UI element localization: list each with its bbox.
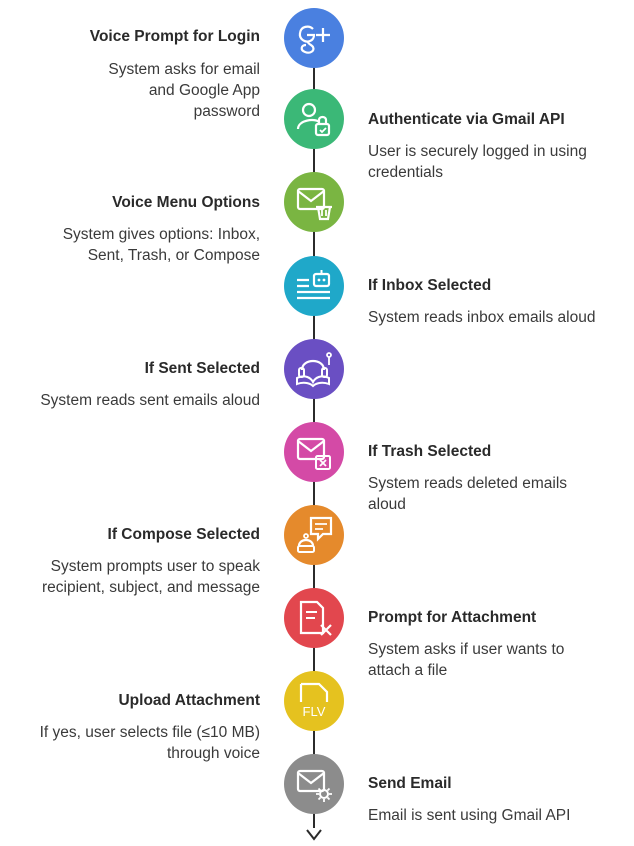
step-6-node <box>284 422 344 482</box>
step-7-desc: System prompts user to speak recipient, … <box>42 558 260 596</box>
step-10-desc: Email is sent using Gmail API <box>368 807 571 824</box>
mail-delete-icon <box>296 437 331 470</box>
step-5-node <box>284 339 344 399</box>
step-2-node <box>284 89 344 149</box>
step-6-desc: System reads deleted emails aloud <box>368 475 568 513</box>
step-3-desc: System gives options: Inbox, Sent, Trash… <box>62 226 260 264</box>
step-7-node <box>284 505 344 565</box>
step-1-desc: System asks for email and Google App pas… <box>108 61 260 120</box>
down-arrow-icon <box>306 829 322 841</box>
mail-trash-icon <box>296 187 332 221</box>
svg-text:FLV: FLV <box>303 704 326 719</box>
step-9-desc: If yes, user selects file (≤10 MB) throu… <box>39 724 260 762</box>
step-8-node <box>284 588 344 648</box>
step-10-title: Send Email <box>368 775 452 792</box>
step-5-title: If Sent Selected <box>144 360 260 377</box>
flv-file-icon: FLV <box>299 682 329 719</box>
step-8-desc: System asks if user wants to attach a fi… <box>368 641 565 679</box>
headset-reader-icon <box>296 352 332 388</box>
step-9-title: Upload Attachment <box>118 692 260 709</box>
user-lock-icon <box>296 102 331 137</box>
step-3-title: Voice Menu Options <box>112 194 260 211</box>
step-4-desc: System reads inbox emails aloud <box>368 309 596 326</box>
step-5-desc: System reads sent emails aloud <box>40 392 260 409</box>
step-8-title: Prompt for Attachment <box>368 609 537 626</box>
step-10-node <box>284 754 344 814</box>
step-4-node <box>284 256 344 316</box>
google-plus-icon <box>298 25 330 54</box>
step-9-node: FLV <box>284 671 344 731</box>
step-1-title: Voice Prompt for Login <box>89 28 260 45</box>
step-2-title: Authenticate via Gmail API <box>368 111 565 128</box>
step-6-title: If Trash Selected <box>368 443 492 460</box>
step-7-title: If Compose Selected <box>107 526 260 543</box>
step-2-desc: User is securely logged in using credent… <box>368 143 587 181</box>
robot-list-icon <box>297 270 331 300</box>
step-3-node <box>284 172 344 232</box>
step-1-node <box>284 8 344 68</box>
document-x-icon <box>299 600 332 636</box>
robot-chat-icon <box>297 516 333 553</box>
step-4-title: If Inbox Selected <box>368 277 492 294</box>
mail-gear-icon <box>296 769 332 802</box>
